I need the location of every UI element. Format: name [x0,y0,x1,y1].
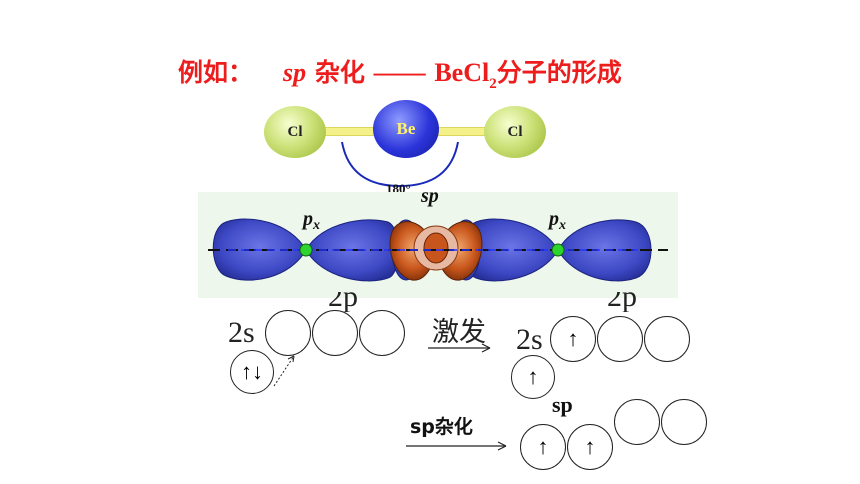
title-prefix: 例如： [178,58,254,87]
px-left-sub: x [313,218,320,233]
ground-2p-orbital-3 [359,310,405,356]
px-right-p: p [549,208,559,230]
px-label-right: px [549,208,566,233]
px-label-left: px [303,208,320,233]
sp-label: sp [421,185,439,207]
electron-up: ↑ [241,359,252,384]
ground-2p-orbital-2 [312,310,358,356]
title-hybrid: 杂化 [314,58,365,87]
page-title: 例如： sp 杂化 —— BeCl2分子的形成 [178,56,622,92]
electron-up: ↑ [567,326,579,351]
ground-2p-orbital-1 [265,310,311,356]
excited-2p-orbital-1: ↑ [511,355,555,399]
title-suffix: 分子的形成 [496,58,622,87]
atom-cl-left-label: Cl [287,123,303,140]
excited-2p-orbital-3 [644,316,690,362]
p-orbital-empty-1 [614,399,660,445]
electron-down: ↓ [252,359,263,384]
sp-orbital-2: ↑ [567,424,613,470]
bond-angle-arc [341,141,459,188]
hybrid-sp-label: sp [552,392,573,417]
excite-arrow [428,343,491,353]
atom-be-label: Be [396,119,416,138]
electron-up: ↑ [537,434,549,459]
electron-up: ↑ [584,434,596,459]
excite-label: 激发 [432,317,486,348]
p-orbital-empty-2 [661,399,707,445]
title-sp: sp [283,58,307,87]
title-becl: BeCl [434,58,490,87]
title-dash: —— [373,58,426,87]
excited-2s-label: 2s [516,323,543,356]
promotion-arrow [273,355,295,387]
atom-cl-right: Cl [484,106,546,158]
ground-2p-label: 2p [328,280,358,313]
hybridize-arrow [406,441,507,451]
atom-be: Be [373,100,439,158]
ground-2s-label: 2s [228,316,255,349]
excited-2p-orbital-2 [597,316,643,362]
atom-cl-left: Cl [264,106,326,158]
ground-2s-orbital: ↑↓ [230,350,274,394]
excited-2s-orbital: ↑ [550,316,596,362]
orbital-drawing [208,218,668,282]
px-left-p: p [303,208,313,230]
hybridize-label: sp杂化 [410,416,473,438]
px-right-sub: x [559,218,566,233]
atom-cl-right-label: Cl [507,123,523,140]
sp-orbital-1: ↑ [520,424,566,470]
title-subscript: 2 [489,76,497,92]
excited-2p-label: 2p [607,280,637,313]
electron-up: ↑ [527,364,539,389]
